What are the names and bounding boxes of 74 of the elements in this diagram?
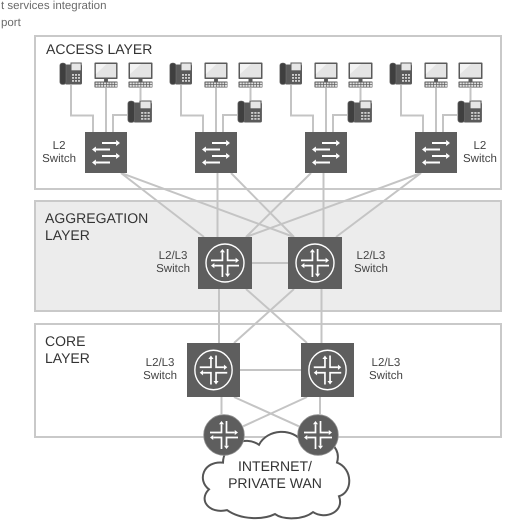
- multilayer-switch-icon: [198, 237, 252, 289]
- link-line: [332, 114, 347, 132]
- device-label: L2 Switch: [42, 140, 76, 166]
- link-line: [230, 172, 295, 238]
- layer-title: ACCESS LAYER: [46, 41, 152, 58]
- computer-icon: [348, 62, 373, 88]
- phone-icon: [279, 62, 303, 85]
- device-label: L2/L3 Switch: [354, 250, 388, 276]
- link-line: [442, 114, 457, 132]
- link-line: [215, 88, 217, 132]
- header-text: port: [1, 17, 21, 30]
- link-line: [220, 397, 222, 414]
- link-line: [242, 396, 308, 428]
- link-line: [245, 288, 308, 344]
- phone-icon: [389, 62, 413, 85]
- multilayer-switch-icon: [288, 237, 342, 289]
- phone-icon: [59, 62, 83, 85]
- link-line: [216, 173, 218, 237]
- link-line: [320, 289, 322, 343]
- computer-icon: [94, 62, 118, 88]
- phone-icon: [127, 100, 153, 123]
- router-icon: [203, 414, 245, 456]
- link-line: [319, 397, 321, 414]
- cloud-label: INTERNET/ PRIVATE WAN: [227, 458, 323, 492]
- link-line: [470, 88, 472, 100]
- layer-title: CORE LAYER: [45, 333, 90, 367]
- link-line: [70, 85, 94, 132]
- switch-icon: [305, 132, 347, 173]
- phone-icon: [237, 100, 263, 123]
- computer-icon: [238, 62, 263, 88]
- layer-panel: [34, 35, 502, 190]
- link-line: [112, 114, 127, 132]
- link-line: [180, 85, 204, 132]
- device-label: L2/L3 Switch: [369, 357, 403, 383]
- link-line: [240, 369, 301, 371]
- link-line: [234, 396, 300, 428]
- switch-icon: [195, 132, 237, 173]
- link-line: [120, 172, 294, 238]
- link-line: [325, 88, 327, 132]
- computer-icon: [204, 62, 228, 88]
- computer-icon: [424, 62, 448, 88]
- switch-icon: [85, 132, 127, 173]
- link-line: [105, 88, 107, 132]
- link-line: [218, 289, 220, 343]
- link-line: [360, 88, 362, 100]
- layer-title: AGGREGATION LAYER: [45, 210, 148, 244]
- device-label: L2/L3 Switch: [156, 250, 190, 276]
- phone-icon: [169, 62, 193, 85]
- multilayer-switch-icon: [187, 343, 240, 397]
- phone-icon: [347, 100, 373, 123]
- device-label: L2 Switch: [463, 140, 497, 166]
- link-line: [140, 88, 142, 100]
- layer-panel: [34, 323, 502, 438]
- link-line: [246, 172, 422, 238]
- link-line: [400, 85, 424, 132]
- header-text: t services integration: [1, 0, 106, 13]
- computer-icon: [314, 62, 338, 88]
- link-line: [250, 88, 252, 100]
- device-label: L2/L3 Switch: [143, 357, 177, 383]
- phone-icon: [457, 100, 483, 123]
- switch-icon: [415, 132, 457, 173]
- computer-icon: [458, 62, 483, 88]
- link-line: [290, 85, 314, 132]
- link-line: [120, 172, 205, 238]
- link-line: [322, 173, 324, 237]
- layer-panel: [34, 200, 502, 312]
- link-line: [222, 114, 237, 132]
- link-line: [335, 172, 422, 238]
- link-line: [252, 262, 288, 264]
- link-line: [435, 88, 437, 132]
- computer-icon: [128, 62, 153, 88]
- link-line: [233, 288, 295, 344]
- multilayer-switch-icon: [301, 343, 354, 397]
- link-line: [245, 172, 312, 238]
